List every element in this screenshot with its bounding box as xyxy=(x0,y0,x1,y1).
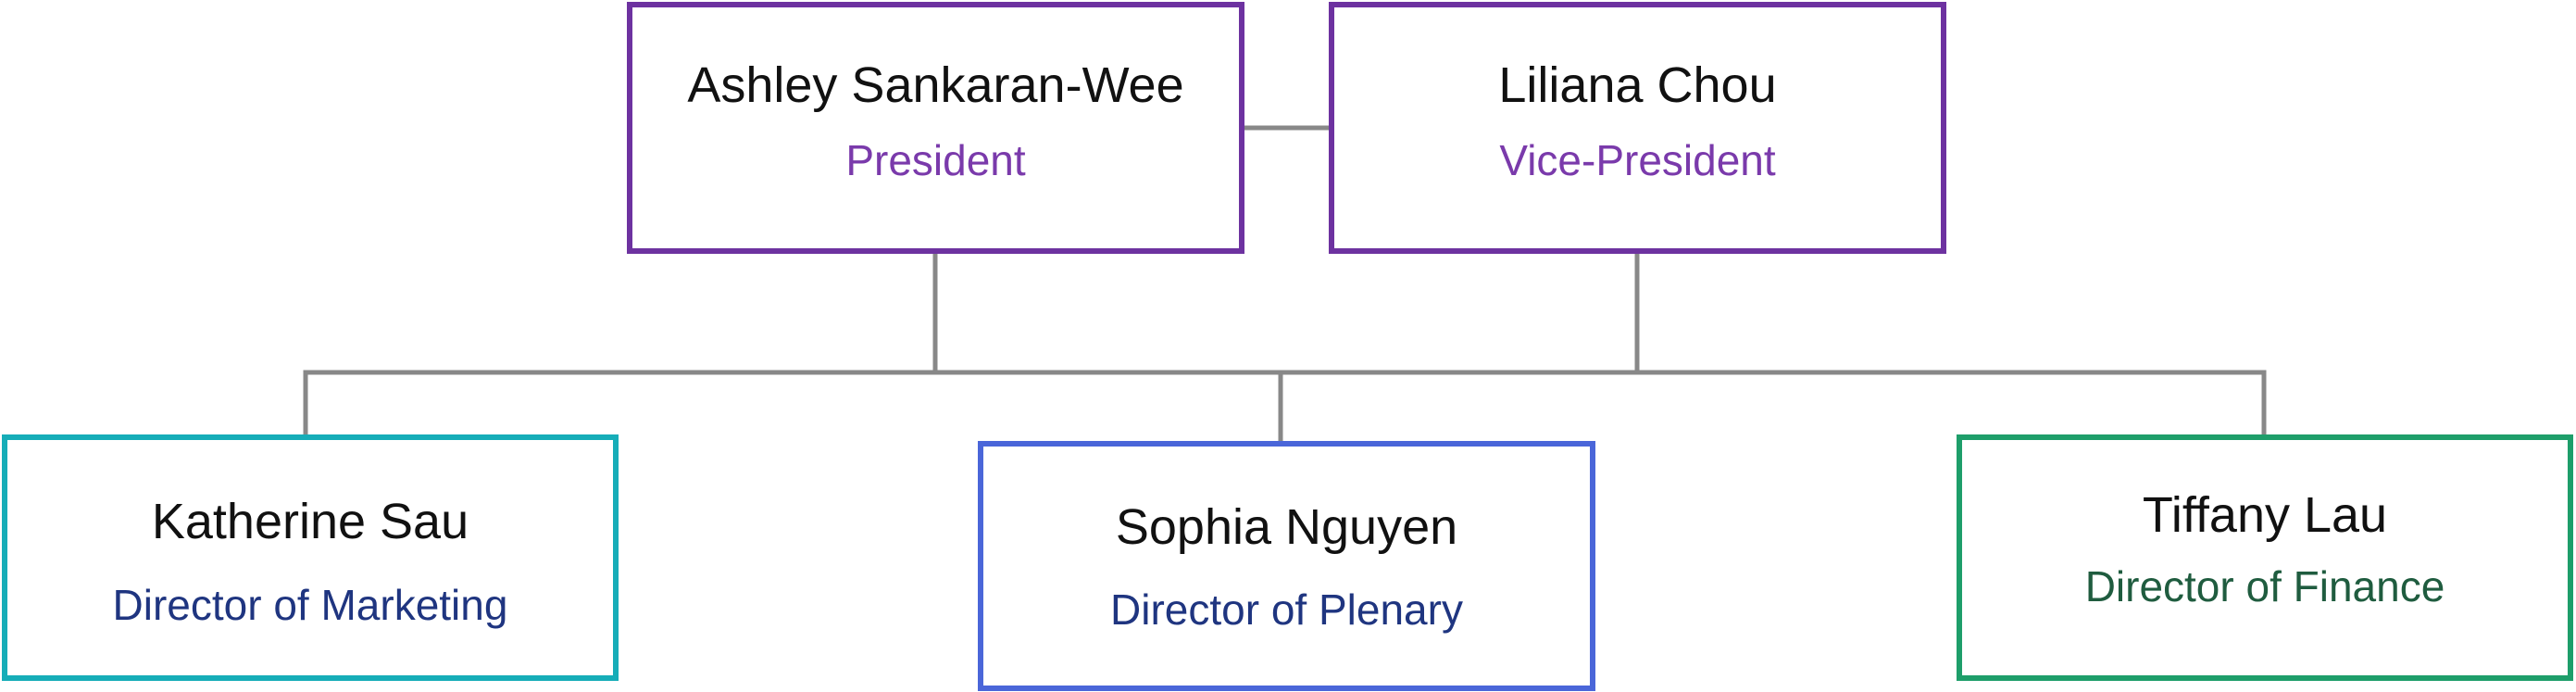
member-role: President xyxy=(845,136,1026,184)
member-role: Director of Finance xyxy=(2084,562,2445,610)
member-box-vice-president: Liliana Chou Vice-President xyxy=(1329,2,1946,254)
member-role: Director of Plenary xyxy=(1110,585,1463,634)
member-box-marketing: Katherine Sau Director of Marketing xyxy=(2,434,619,681)
member-box-president: Ashley Sankaran-Wee President xyxy=(627,2,1244,254)
member-name: Tiffany Lau xyxy=(2142,487,2388,543)
member-box-plenary: Sophia Nguyen Director of Plenary xyxy=(978,441,1595,691)
member-role: Vice-President xyxy=(1499,136,1776,184)
member-role: Director of Marketing xyxy=(112,581,508,629)
member-box-finance: Tiffany Lau Director of Finance xyxy=(1957,434,2573,681)
member-name: Liliana Chou xyxy=(1498,57,1777,113)
member-name: Katherine Sau xyxy=(151,494,469,549)
member-name: Sophia Nguyen xyxy=(1115,499,1458,555)
member-name: Ashley Sankaran-Wee xyxy=(687,57,1184,113)
